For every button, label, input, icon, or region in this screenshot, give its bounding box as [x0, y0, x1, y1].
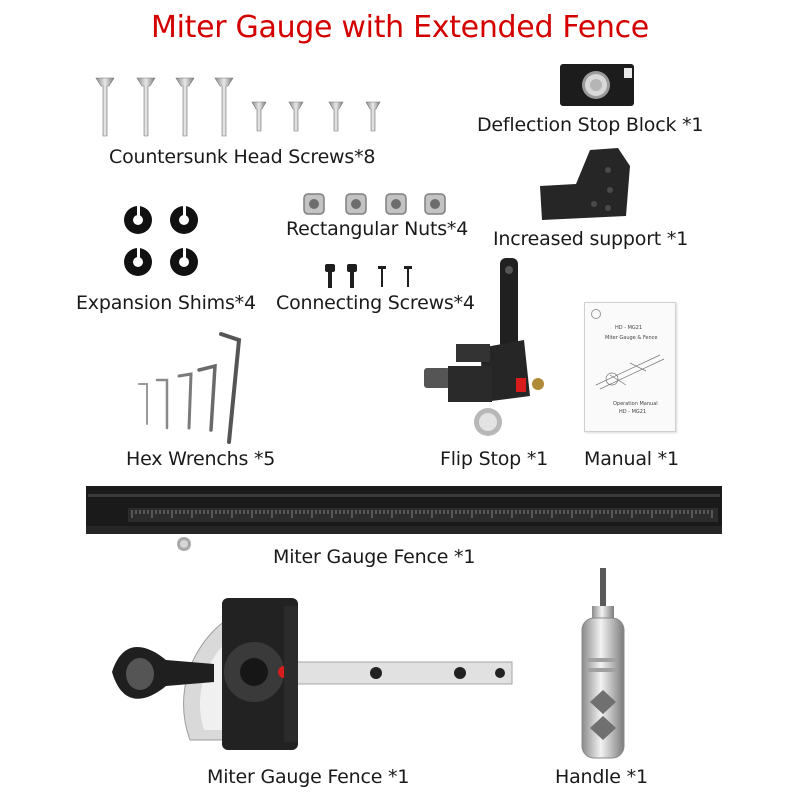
- stop-block-icon: [560, 64, 634, 106]
- handle-label: Handle *1: [555, 766, 648, 788]
- support-label: Increased support *1: [493, 228, 689, 250]
- page-title: Miter Gauge with Extended Fence: [151, 10, 649, 45]
- manual-footer-2: HD - MG21: [619, 409, 647, 415]
- fence-long-label: Miter Gauge Fence *1: [273, 546, 476, 568]
- countersunk-screw-icon: [95, 77, 381, 137]
- small-screw-icon: [325, 264, 412, 288]
- screws-label: Countersunk Head Screws*8: [109, 146, 376, 168]
- miter-gauge-label: Miter Gauge Fence *1: [207, 766, 410, 788]
- aluminum-fence-icon: [86, 486, 722, 551]
- hex-wrenches-label: Hex Wrenchs *5: [126, 448, 276, 470]
- manual-subtitle: Miter Gauge & Fence: [605, 335, 658, 341]
- manual-footer-1: Operation Manual: [613, 401, 658, 407]
- manual-label: Manual *1: [584, 448, 679, 470]
- support-bracket-icon: [540, 148, 630, 220]
- handle-icon: [581, 568, 625, 759]
- manual-model: HD - MG21: [615, 325, 643, 331]
- flip-stop-label: Flip Stop *1: [440, 448, 549, 470]
- nuts-label: Rectangular Nuts*4: [286, 218, 469, 240]
- shim-washer-icon: [124, 206, 198, 276]
- hex-key-icon: [138, 332, 242, 444]
- square-nut-icon: [303, 193, 446, 215]
- connecting-screws-label: Connecting Screws*4: [276, 292, 475, 314]
- flip-stop-icon: [424, 258, 544, 436]
- stop-block-label: Deflection Stop Block *1: [477, 114, 704, 136]
- miter-gauge-protractor-icon: [112, 598, 513, 750]
- manual-booklet-icon: HD - MG21 Miter Gauge & Fence Operation …: [584, 302, 676, 432]
- shims-label: Expansion Shims*4: [76, 292, 256, 314]
